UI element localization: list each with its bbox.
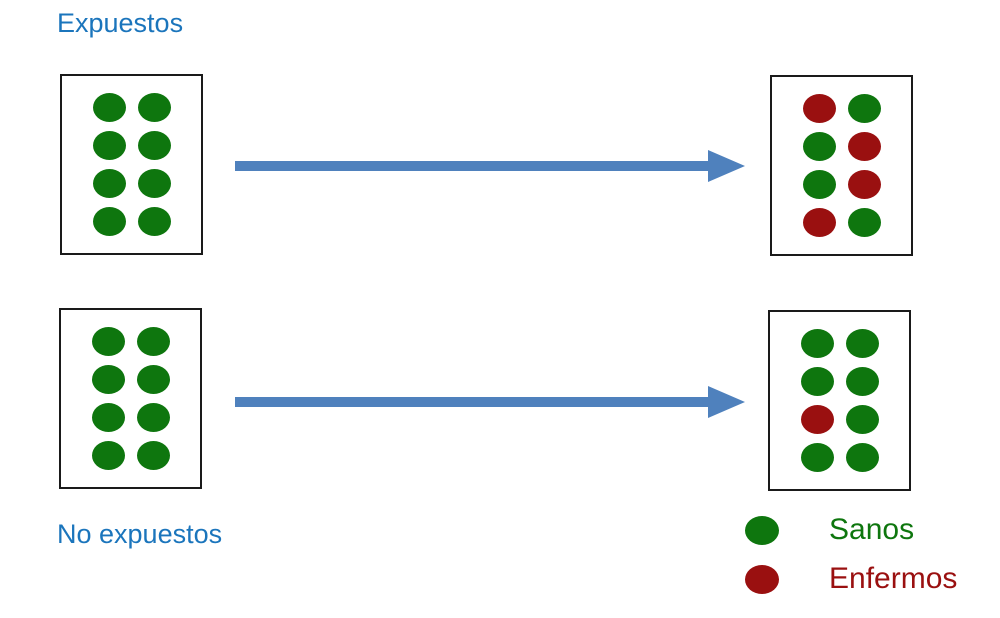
healthy-dot [136,365,170,394]
exposed-start-box [60,74,203,255]
healthy-dot [845,329,879,358]
healthy-dot [136,327,170,356]
healthy-dot [800,443,834,472]
exposed-outcome-box [770,75,913,256]
healthy-dot [845,405,879,434]
healthy-dot [137,93,171,122]
healthy-dot-swatch [745,515,779,545]
healthy-dot [92,207,126,236]
healthy-dot [137,169,171,198]
healthy-dot [91,441,125,470]
exposed-time-arrow [235,150,745,182]
legend-label-healthy: Sanos [829,513,915,546]
healthy-dot [137,131,171,160]
healthy-dot [800,367,834,396]
healthy-dot [802,170,836,199]
exposed-group-label: Expuestos [57,8,184,38]
healthy-dot [92,131,126,160]
healthy-dot [91,327,125,356]
sick-dot [802,208,836,237]
sick-dot [847,132,881,161]
healthy-dot [92,169,126,198]
healthy-dot [136,403,170,432]
unexposed-time-arrow [235,386,745,418]
healthy-dot [847,208,881,237]
legend-item-sick: Enfermos [745,562,957,596]
healthy-dot [800,329,834,358]
healthy-dot [845,367,879,396]
unexposed-group-label: No expuestos [57,519,223,549]
healthy-dot [802,132,836,161]
sick-dot-swatch [745,564,779,594]
healthy-dot [137,207,171,236]
unexposed-outcome-box [768,310,911,491]
sick-dot [802,94,836,123]
healthy-dot [91,403,125,432]
healthy-dot [845,443,879,472]
legend-item-healthy: Sanos [745,513,914,547]
healthy-dot [92,93,126,122]
unexposed-start-box [59,308,202,489]
legend-label-sick: Enfermos [829,562,958,595]
healthy-dot [136,441,170,470]
sick-dot [847,170,881,199]
healthy-dot [91,365,125,394]
healthy-dot [847,94,881,123]
sick-dot [800,405,834,434]
